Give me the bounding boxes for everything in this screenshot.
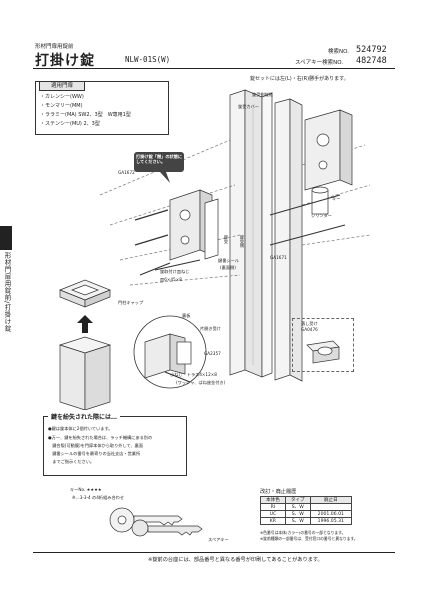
history-cell: 2001.06.01 — [309, 510, 353, 518]
label-vertical-1: 錠受 — [224, 235, 230, 244]
label-lock-screw-spec: 皿6×45×8 — [160, 277, 182, 282]
label-side-frame: 錠受側縦框 — [252, 92, 273, 97]
label-drop-receiver: 落し受け — [301, 321, 318, 326]
inspection-number: 524792 — [356, 45, 387, 55]
category-label: 形材門扉用錠前 — [35, 44, 74, 50]
history-header: 廃止日 — [309, 496, 353, 504]
drop-receiver-box: 落し受け GA0476 — [292, 318, 354, 372]
label-keep-cover: 錠受カバー — [238, 104, 259, 109]
label-post-cap: 門柱キャップ — [118, 300, 144, 305]
label-lock-screw: 錠取付け皿ねじ — [160, 269, 190, 274]
history-note: ※錠前種類の一部番号は、受付窓口の番号と異なります。 — [260, 536, 358, 541]
applicable-item: ・ララミー(MA) SW2、3型 W専用1型 — [40, 112, 131, 118]
keys-illustration — [109, 507, 203, 537]
history-cell: UC — [260, 510, 286, 518]
history-cell: RI — [260, 503, 286, 511]
part-label-ga1672: GA1672 — [118, 170, 135, 175]
side-tab-marker — [0, 226, 12, 250]
side-tab-label: 形材門扉用錠前/打掛け錠 — [3, 252, 11, 332]
lost-key-line: ●万一、鍵を紛失された場合は、ラッチ機構にある別の — [48, 435, 153, 440]
table-row: KR S、W 1996.05.31 — [260, 517, 353, 525]
spare-key-label: スペアキー検索NO. — [295, 60, 344, 66]
label-stopper: 片開き受け — [200, 326, 221, 331]
history-cell: 1996.05.31 — [309, 517, 353, 525]
footer-divider — [33, 552, 395, 553]
history-title: 改訂・廃止履歴 — [260, 489, 297, 495]
lost-key-line: までご指示ください。 — [48, 459, 95, 464]
history-header: タイプ — [284, 496, 311, 504]
label-key-seal-sub: (裏面側) — [220, 265, 236, 270]
applicable-item: ・ステンシー(MU) 2、3型 — [40, 121, 100, 127]
part-label-ga0476: GA0476 — [301, 327, 318, 332]
history-note: ※色番号は本体(カラー)の番号の一部となります。 — [260, 530, 346, 535]
label-vertical-2: 錠受側 — [240, 235, 246, 248]
label-small-screw-sub: (ワッシャ、ばね座金付き) — [176, 380, 226, 385]
spare-key-number: 482748 — [356, 56, 387, 66]
lost-key-line: ●鍵は錠本体に2個付いています。 — [48, 426, 113, 431]
lost-key-line: 鍵番シールの番号を最寄りの当社支店・営業所 — [48, 451, 141, 456]
label-key: キー — [332, 196, 341, 201]
key-no-label: キーNo. ★★★★ — [70, 487, 102, 492]
detail-circle — [133, 315, 207, 389]
applicable-item: ・モンマリー(MM) — [40, 103, 83, 109]
history-cell — [309, 503, 353, 511]
applicable-item: ・カレンシー(WW) — [40, 94, 84, 100]
history-header: 本体色 — [260, 496, 286, 504]
callout-text: 打掛け錠「閉」の状態にしてください。 — [136, 154, 183, 165]
exploded-diagram — [99, 89, 371, 382]
inspection-label: 検索NO. — [328, 49, 349, 55]
history-cell: S、W — [284, 517, 311, 525]
label-key-seal: 鍵番シール — [218, 258, 239, 263]
label-small-screw: 小ねじ トラス4×12×8 — [170, 372, 217, 377]
applicable-gates-box: 適用門扉 ・カレンシー(WW) ・モンマリー(MM) ・ララミー(MA) SW2… — [35, 81, 169, 135]
key-no-sub: ※…3-3-4 の4桁組み合わせ — [72, 495, 125, 500]
footer-note: ※錠前の台座には、部品番号と異なる番号が印刷してあることがあります。 — [148, 557, 323, 563]
table-row: RI S、W — [260, 503, 353, 511]
model-number: NLW-01S(W) — [125, 55, 171, 64]
table-row: UC S、W 2001.06.01 — [260, 510, 353, 518]
label-back-plate: 裏板 — [182, 313, 191, 318]
history-header-row: 本体色 タイプ 廃止日 — [260, 496, 353, 504]
history-table: 本体色 タイプ 廃止日 RI S、W UC S、W 2001.06.01 KR … — [260, 496, 353, 525]
history-cell: S、W — [284, 503, 311, 511]
lost-key-box: 鍵を紛失された際には… ●鍵は錠本体に2個付いています。 ●万一、鍵を紛失された… — [43, 412, 187, 476]
history-cell: S、W — [284, 510, 311, 518]
page-title: 打掛け錠 — [35, 53, 95, 69]
drop-receiver-illustration — [306, 340, 340, 364]
lost-key-line: 鍵合版(可動膜)を門扉本体から取り外して、裏面 — [48, 443, 144, 448]
applicable-gates-title: 適用門扉 — [39, 81, 85, 91]
part-label-ga2357: GA2357 — [204, 351, 221, 356]
label-cylinder: シリンダー — [311, 213, 332, 218]
part-label-ga1671: GA1671 — [270, 255, 287, 260]
header-divider — [33, 68, 395, 69]
lost-key-title: 鍵を紛失された際には… — [48, 412, 121, 421]
post-illustration — [58, 279, 112, 410]
spare-key-caption: スペアキー — [208, 537, 229, 542]
history-cell: KR — [260, 517, 286, 525]
handedness-note: 錠セットには左(L)・右(R)勝手があります。 — [250, 76, 349, 82]
